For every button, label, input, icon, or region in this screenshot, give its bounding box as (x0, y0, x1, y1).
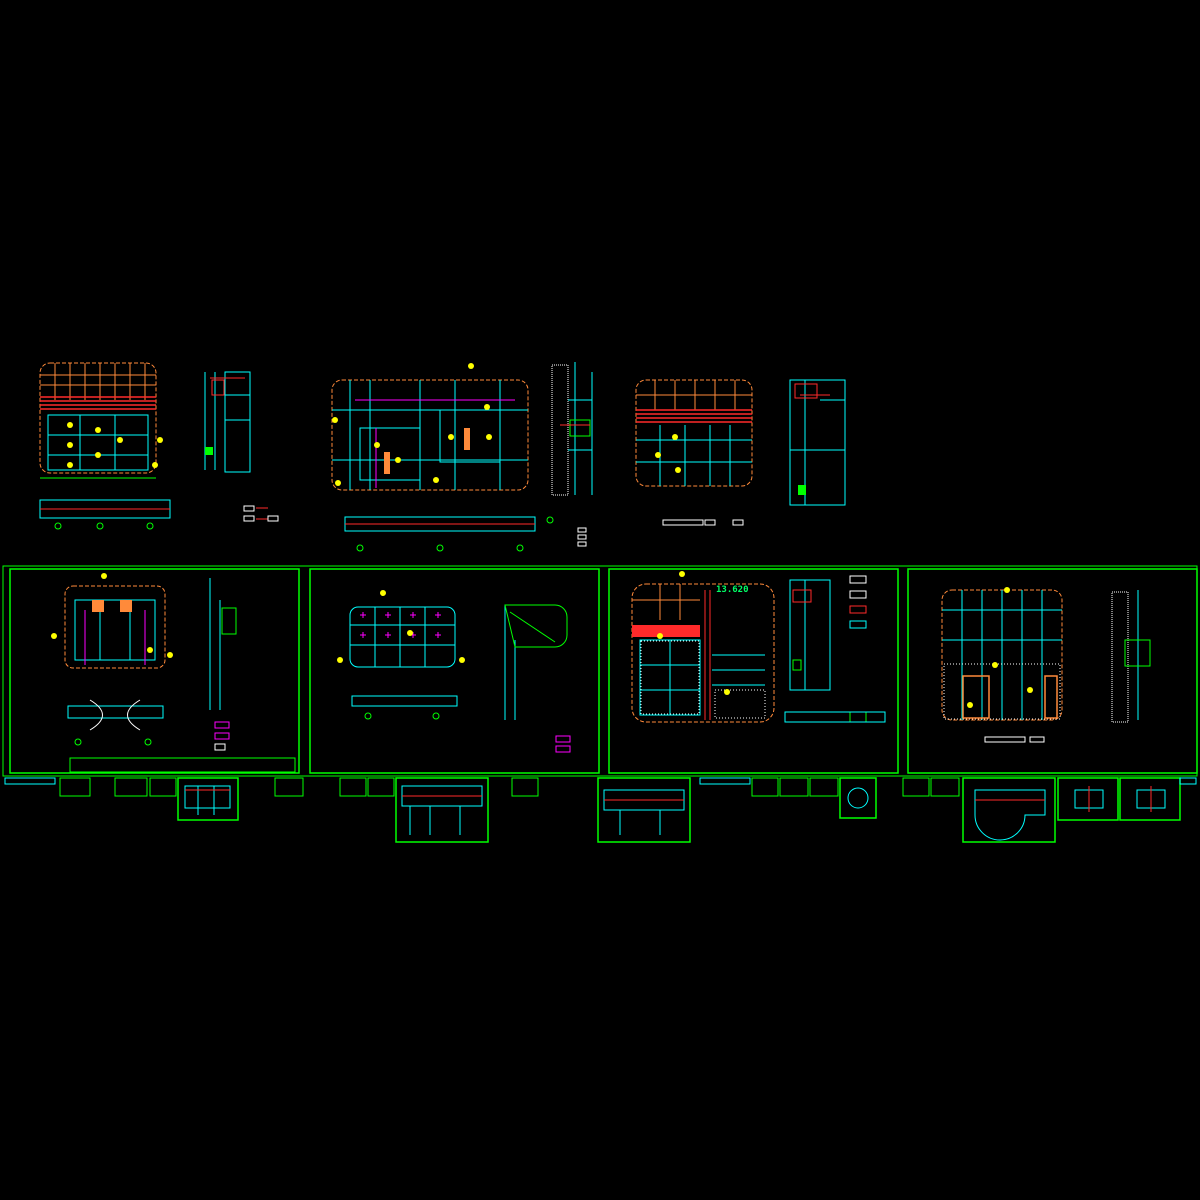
sheet-1 (51, 573, 296, 773)
section-2 (551, 362, 593, 547)
sheet-4 (941, 587, 1151, 743)
elevation-1 (39, 362, 171, 530)
sheet-3 (631, 571, 886, 723)
detail-sheets-content (4, 777, 1197, 841)
elevation-mark-label: 13.620 (716, 585, 749, 595)
sheet-2 (337, 590, 571, 753)
section-3 (789, 379, 846, 506)
detail-sheets-row (59, 777, 1181, 843)
section-1 (204, 371, 279, 522)
elevation-3 (635, 379, 753, 526)
top-row-drawings (39, 362, 846, 552)
elevation-2 (331, 363, 554, 552)
sheet-frames (2, 565, 1198, 777)
